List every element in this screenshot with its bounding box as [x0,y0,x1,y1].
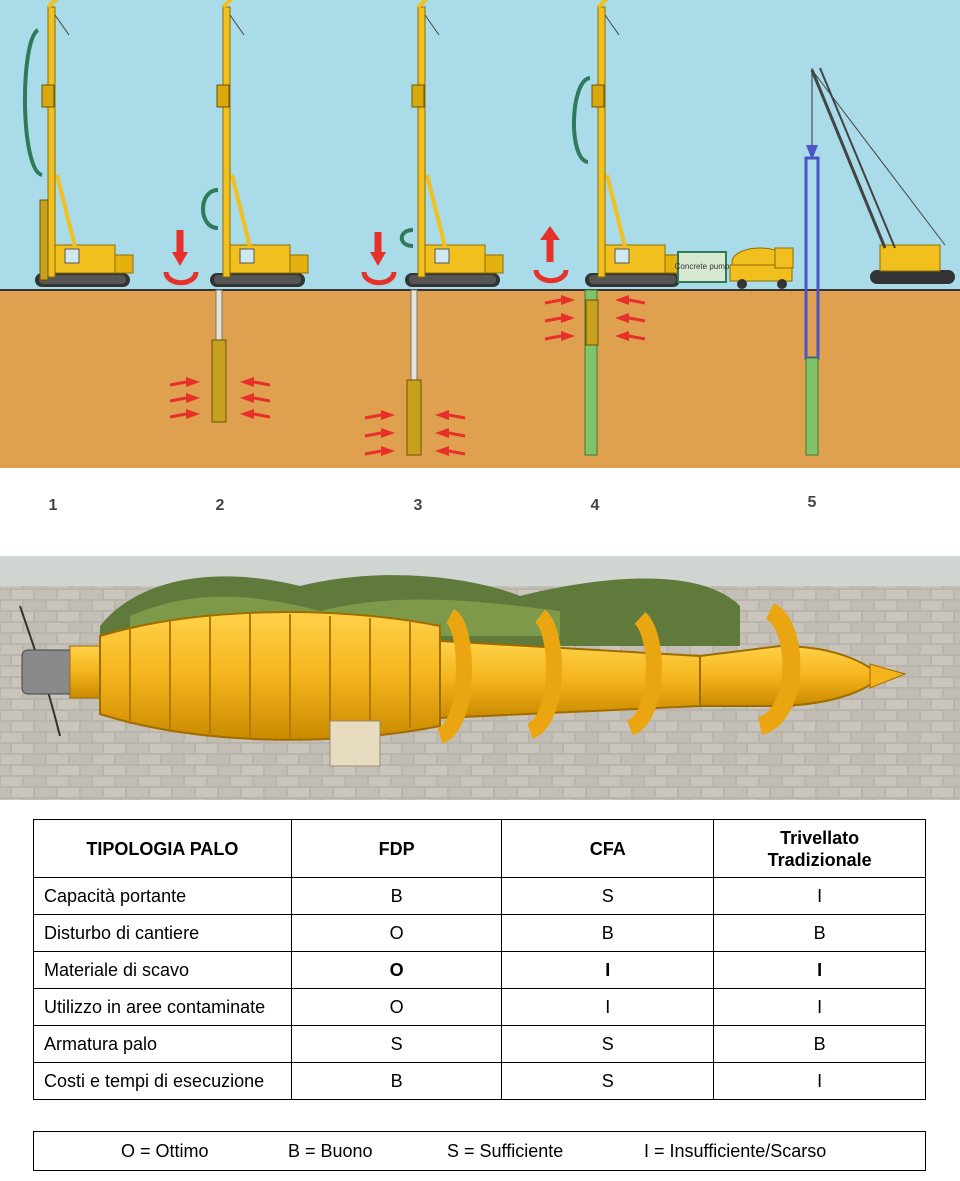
drilling-rig-4: Concrete pump [533,0,794,456]
row-label: Materiale di scavo [33,951,292,989]
header-tipologia-palo: TIPOLOGIA PALO [33,819,292,878]
cell-cfa: B [501,914,715,952]
fdp-displacement-tool [21,602,907,744]
cell-cfa: S [501,877,715,915]
legend-insufficiente: I = Insufficiente/Scarso [644,1141,827,1161]
fdp-tool-photo [0,556,960,800]
step-number: 1 [49,497,58,514]
legend-buono: B = Buono [288,1141,373,1161]
cell-trivellato: I [713,1062,926,1100]
header-line: Tradizionale [767,849,872,870]
row-label: Armatura palo [33,1025,292,1063]
header-trivellato-tradizionale: Trivellato Tradizionale [713,819,926,878]
step-number: 2 [216,497,225,514]
concrete-pump-label: Concrete pump [675,262,730,271]
cell-cfa: S [501,1062,715,1100]
cell-trivellato: I [713,877,926,915]
table-row: Costi e tempi di esecuzione B S I [33,1062,926,1100]
legend-sufficiente: S = Sufficiente [447,1141,564,1161]
drilling-rig-1 [23,0,135,289]
cell-fdp: B [290,877,503,915]
crane-5 [804,67,955,456]
cell-fdp: O [290,951,503,989]
concrete-pile [805,357,819,456]
cell-trivellato: I [713,988,926,1026]
table-row: Capacità portante B S I [33,877,926,915]
step-number: 3 [414,497,423,514]
table-row: Disturbo di cantiere O B B [33,914,926,952]
cell-cfa: I [501,951,715,989]
cell-cfa: S [501,1025,715,1063]
cell-fdp: O [290,914,503,952]
cell-trivellato: B [713,914,926,952]
row-label: Utilizzo in aree contaminate [33,988,292,1026]
row-label: Capacità portante [33,877,292,915]
cell-cfa: I [501,988,715,1026]
concrete-pump [677,251,727,283]
cell-fdp: B [290,1062,503,1100]
mixer-truck [729,247,794,289]
header-line: Trivellato [780,827,860,848]
wooden-block [329,720,381,767]
table-row: Utilizzo in aree contaminate O I I [33,988,926,1026]
soil [0,290,960,468]
row-label: Costi e tempi di esecuzione [33,1062,292,1100]
cell-trivellato: B [713,1025,926,1063]
cell-fdp: O [290,988,503,1026]
installation-sequence-illustration: Concrete pump 1 2 3 4 5 [0,0,960,520]
table-row: Armatura palo S S B [33,1025,926,1063]
table-row: Materiale di scavo O I I [33,951,926,989]
step-number: 5 [808,494,817,511]
pile-comparison-table: TIPOLOGIA PALO FDP CFA Trivellato Tradiz… [33,819,926,1100]
header-cfa: CFA [501,819,715,878]
cell-fdp: S [290,1025,503,1063]
header-fdp: FDP [290,819,503,878]
step-number: 4 [591,497,600,514]
legend-ottimo: O = Ottimo [121,1141,209,1161]
table-header-row: TIPOLOGIA PALO FDP CFA Trivellato Tradiz… [33,819,926,878]
rating-legend: O = Ottimo B = Buono S = Sufficiente I =… [33,1131,926,1171]
drilling-rig-3 [361,0,505,458]
cell-trivellato: I [713,951,926,989]
row-label: Disturbo di cantiere [33,914,292,952]
sky [0,0,960,290]
drilling-rig-2 [163,0,310,423]
